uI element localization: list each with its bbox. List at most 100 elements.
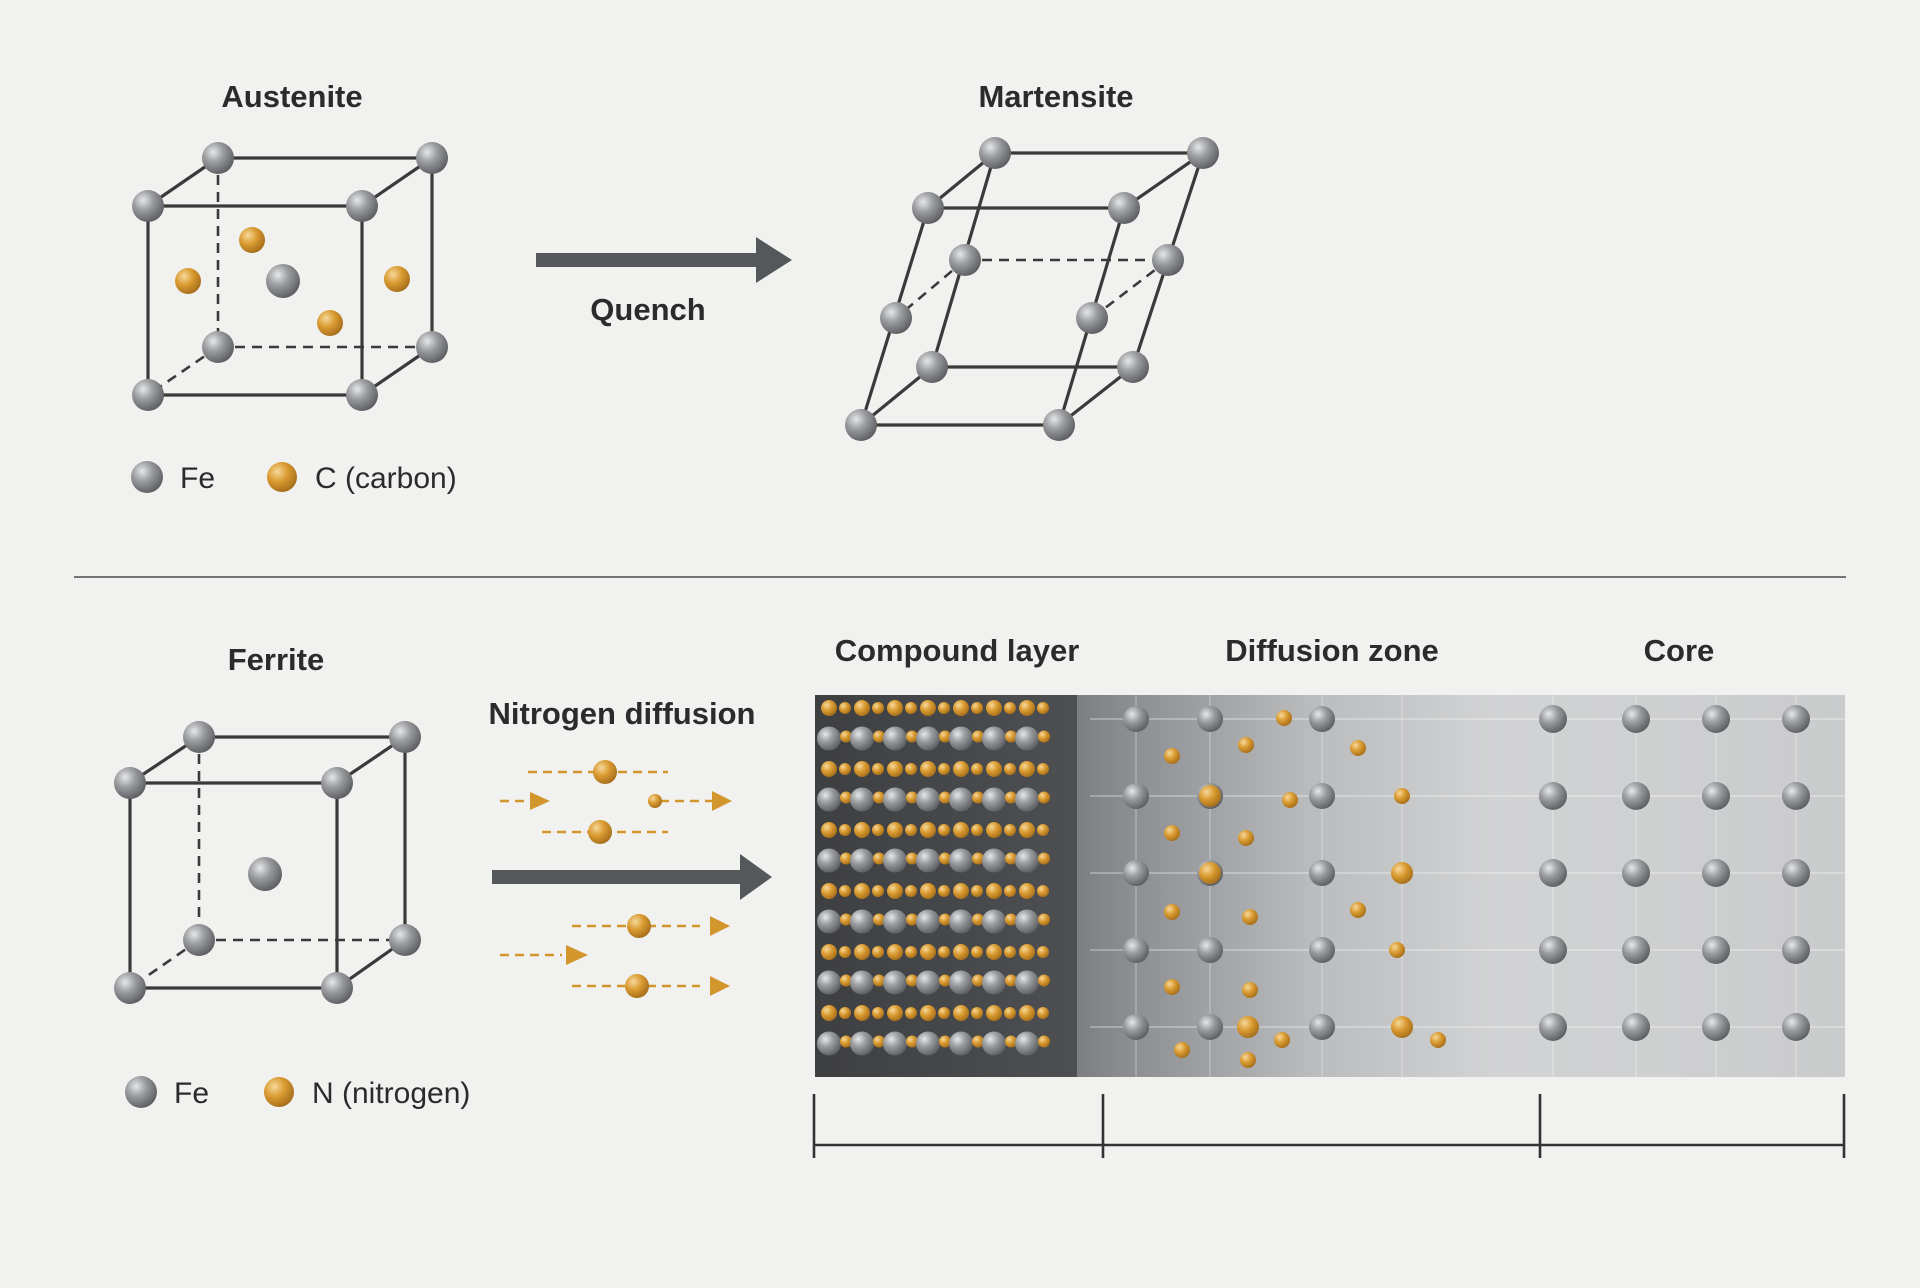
fe-atom <box>1702 1013 1730 1041</box>
nitrogen-atom <box>953 822 969 838</box>
fe-atom <box>183 721 215 753</box>
fe-atom <box>183 924 215 956</box>
nitrogen-atom <box>839 946 851 958</box>
nitrogen-atom <box>854 883 870 899</box>
fe-atom <box>982 787 1006 812</box>
nitrogen-atom <box>1276 710 1292 726</box>
nitrogen-atom <box>920 883 936 899</box>
nitrogen-atom <box>821 883 837 899</box>
nitrogen-atom <box>953 944 969 960</box>
quench-label: Quench <box>590 292 705 327</box>
fe-atom <box>883 726 907 751</box>
fe-atom <box>1702 782 1730 810</box>
nitrogen-atom <box>905 885 917 897</box>
fe-atom <box>817 726 841 751</box>
nitrogen-atom <box>920 944 936 960</box>
nitrogen-atom <box>854 944 870 960</box>
austenite-legend: Fe C (carbon) <box>131 461 457 495</box>
nitrogen-atom <box>625 974 649 998</box>
fe-atom <box>1197 706 1223 732</box>
fe-atom <box>321 767 353 799</box>
nitrided-cross-section: Compound layer Diffusion zone Core <box>812 633 1846 1158</box>
nitrogen-atom <box>1037 946 1049 958</box>
nitrogen-atom <box>1038 913 1050 926</box>
fe-atom <box>1123 860 1149 886</box>
nitrogen-atom <box>972 730 984 743</box>
fe-atom <box>321 972 353 1004</box>
nitrogen-atom <box>972 913 984 926</box>
legend-nitrogen-swatch <box>264 1077 294 1107</box>
fe-atom <box>1622 705 1650 733</box>
nitrogen-atom <box>986 1005 1002 1021</box>
nitrogen-atom <box>939 974 951 987</box>
nitrogen-atom <box>1019 944 1035 960</box>
nitrogen-atom <box>873 730 885 743</box>
fe-atom <box>916 848 940 873</box>
nitrogen-atom <box>971 824 983 836</box>
fe-atom <box>817 909 841 934</box>
fe-atom <box>1702 936 1730 964</box>
fe-atom <box>346 190 378 222</box>
nitrogen-atom <box>1005 913 1017 926</box>
fe-atom <box>346 379 378 411</box>
nitrogen-atom <box>854 761 870 777</box>
nitrogen-atom <box>986 883 1002 899</box>
nitrogen-atom <box>873 791 885 804</box>
fe-atom <box>1043 409 1075 441</box>
austenite-fe-atoms <box>132 142 448 411</box>
diffusion-main-arrowhead <box>740 854 772 900</box>
nitrogen-atom <box>939 791 951 804</box>
nitrogen-atom <box>1038 791 1050 804</box>
nitrogen-atom <box>873 974 885 987</box>
fe-atom <box>982 848 1006 873</box>
legend-carbon-label: C (carbon) <box>315 462 457 495</box>
carbon-atom <box>239 227 265 253</box>
nitrogen-atom <box>1038 1035 1050 1048</box>
nitrogen-atom <box>939 1035 951 1048</box>
fe-atom <box>202 142 234 174</box>
nitrogen-atom <box>593 760 617 784</box>
fe-atom <box>132 379 164 411</box>
nitrogen-atom <box>972 974 984 987</box>
fe-atom <box>1539 936 1567 964</box>
nitrogen-atom <box>1005 730 1017 743</box>
nitrogen-atom <box>1037 824 1049 836</box>
fe-atom <box>1782 705 1810 733</box>
nitrogen-atom <box>938 763 950 775</box>
nitrogen-atom <box>1038 974 1050 987</box>
nitrogen-atom <box>920 700 936 716</box>
legend-fe-swatch <box>131 461 163 493</box>
fe-atom <box>1782 782 1810 810</box>
fe-atom <box>916 1031 940 1056</box>
austenite-carbon-atoms <box>175 227 410 336</box>
nitrogen-atom <box>821 822 837 838</box>
fe-atom <box>1539 782 1567 810</box>
nitrogen-atom <box>872 763 884 775</box>
fe-atom <box>1123 783 1149 809</box>
fe-atom <box>979 137 1011 169</box>
nitrogen-atom <box>839 824 851 836</box>
fe-atom <box>883 1031 907 1056</box>
nitrogen-atom <box>1237 1016 1259 1038</box>
fe-atom <box>949 970 973 995</box>
fe-atom <box>389 721 421 753</box>
fe-atom <box>1539 705 1567 733</box>
fe-atom <box>883 970 907 995</box>
fe-atom <box>1782 936 1810 964</box>
diffusion-main-arrow-shaft <box>492 870 746 884</box>
fe-atom <box>883 848 907 873</box>
carbon-atom <box>175 268 201 294</box>
austenite-panel: Austenite <box>131 79 457 495</box>
legend-fe-swatch <box>125 1076 157 1108</box>
nitrogen-atom <box>1037 885 1049 897</box>
fe-atom-center <box>266 264 300 298</box>
fe-atom <box>949 787 973 812</box>
nitrogen-atom <box>1005 852 1017 865</box>
nitrogen-atom <box>821 944 837 960</box>
compound-layer-atoms <box>817 700 1050 1056</box>
nitrogen-atom <box>1004 1007 1016 1019</box>
nitrogen-atom <box>971 885 983 897</box>
nitrogen-atom <box>971 763 983 775</box>
legend-fe-label: Fe <box>174 1077 209 1110</box>
